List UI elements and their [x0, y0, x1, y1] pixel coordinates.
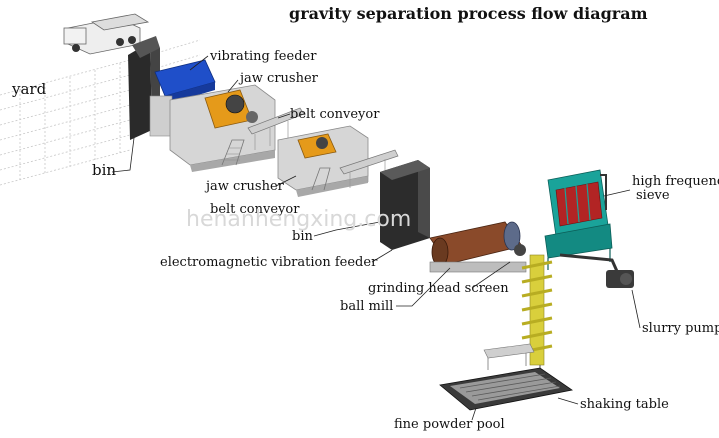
high-frequency-sieve-label-2: sieve [636, 188, 670, 203]
belt-conveyor-1-label: belt conveyor [290, 107, 380, 122]
shaking-table-machine [439, 343, 574, 411]
slurry-pump-label: slurry pump [642, 321, 719, 336]
fine-powder-pool-label: fine powder pool [394, 417, 505, 432]
slurry-pump-machine [559, 253, 634, 288]
grinding-head-screen-label: grinding head screen [368, 281, 509, 296]
diagram-title: gravity separation process flow diagram [289, 4, 648, 23]
vibrating-feeder-label: vibrating feeder [209, 49, 317, 64]
ball-mill-machine [429, 221, 527, 273]
bin-mid-machine [380, 160, 430, 250]
jaw-crusher-2-machine [277, 125, 369, 197]
high-frequency-sieve-label-1: high frequency [632, 174, 719, 189]
ball-mill-label: ball mill [340, 299, 393, 314]
high-frequency-sieve-machine [544, 169, 613, 270]
jaw-crusher-1-label: jaw crusher [238, 71, 319, 86]
yard-label: yard [11, 80, 47, 98]
watermark-text: henanhengxing.com [186, 207, 411, 232]
jaw-crusher-2-label: jaw crusher [204, 179, 285, 194]
belt-conveyor-1-machine [247, 107, 305, 150]
belt-conveyor-2-label: belt conveyor [210, 202, 300, 217]
dump-truck-icon [63, 13, 150, 55]
em-vibration-feeder-label: electromagnetic vibration feeder [160, 255, 378, 270]
bin-left-label: bin [92, 161, 116, 179]
shaking-table-label: shaking table [580, 397, 669, 412]
bin-mid-label: bin [292, 229, 313, 244]
belt-conveyor-2-machine [339, 149, 399, 188]
jaw-crusher-1-machine [169, 84, 276, 172]
spiral-chute-machine [521, 254, 561, 386]
